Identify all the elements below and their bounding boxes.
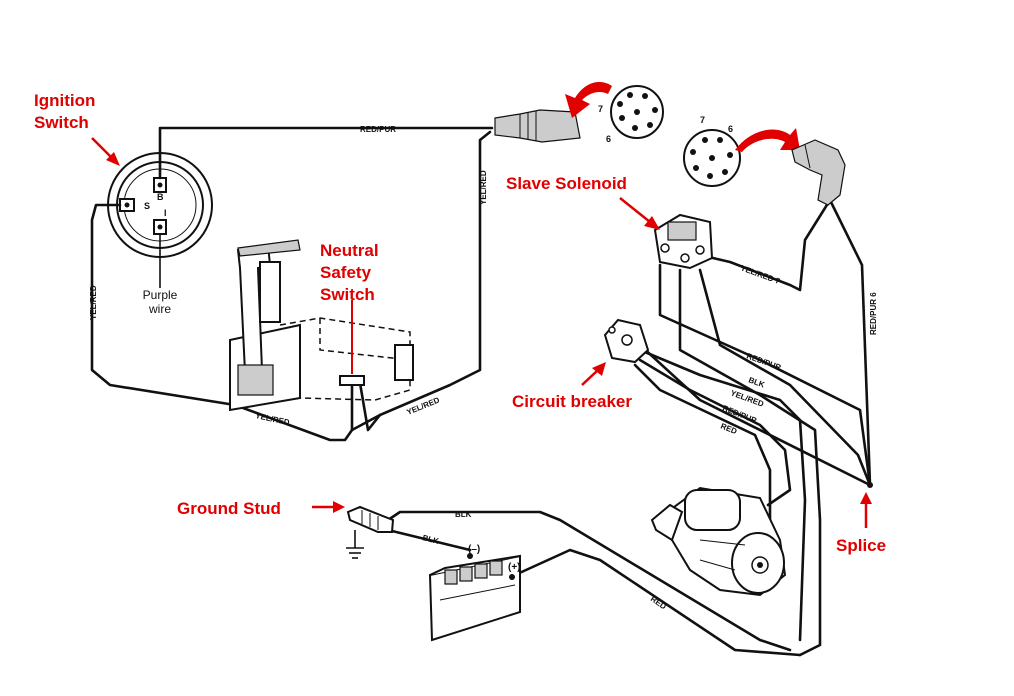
wire-label-yel-red-b: YEL/RED <box>729 388 765 408</box>
neutral-safety-switch <box>339 375 365 386</box>
wire-label-red-pur-top: RED/PUR <box>360 125 396 134</box>
splice-point <box>867 482 873 488</box>
wire-label-blk-a: BLK <box>747 375 766 389</box>
upper-plug-face: 7 6 <box>598 85 664 144</box>
wire-label-yel-red-left: YEL/RED <box>89 285 98 320</box>
ground-stud-callout: Ground Stud <box>177 499 281 518</box>
callout-arrows <box>91 137 872 528</box>
neutral-safety-switch-callout: Neutral Safety Switch <box>320 241 379 304</box>
engine-plug <box>791 139 846 206</box>
splice-callout: Splice <box>836 536 887 555</box>
terminal-b-label: B <box>157 192 164 202</box>
wires <box>90 126 872 657</box>
purple-wire-label: Purple wire <box>142 288 178 316</box>
terminal-s-label: S <box>144 201 150 211</box>
ignition-switch-callout: Ignition Switch <box>34 91 96 132</box>
slave-solenoid-callout: Slave Solenoid <box>506 174 627 193</box>
wire-label-yel-red-vertical: YEL/RED <box>479 170 488 205</box>
slave-solenoid <box>653 213 714 270</box>
wire-label-red-battery: RED <box>649 594 668 611</box>
lower-pin-7: 7 <box>700 115 705 125</box>
ignition-switch: S B I <box>107 152 213 288</box>
terminal-i-label: I <box>164 208 167 218</box>
circuit-breaker-callout: Circuit breaker <box>512 392 632 411</box>
battery-positive-label: (+) <box>508 562 521 573</box>
upper-pin-6: 6 <box>606 134 611 144</box>
red-arrow-lower <box>735 128 800 152</box>
control-box <box>229 239 414 412</box>
wire-label-red-a: RED <box>719 422 738 437</box>
circuit-breaker <box>603 318 650 364</box>
wire-label-yel-red-7: YEL/RED 7 <box>739 263 781 286</box>
battery-negative-label: (–) <box>468 544 480 555</box>
wire-label-red-pur-6: RED/PUR 6 <box>869 292 878 335</box>
lower-pin-6: 6 <box>728 124 733 134</box>
wire-label-yel-red-nss: YEL/RED <box>405 395 441 416</box>
starter-motor <box>650 486 787 597</box>
ground-stud <box>346 505 395 559</box>
upper-pin-7: 7 <box>598 104 603 114</box>
wire-label-blk-ground-2: BLK <box>422 533 440 546</box>
lower-plug-face: 7 6 <box>683 115 741 187</box>
battery <box>428 553 521 642</box>
wire-label-yel-red-bottom-left: YEL/RED <box>255 411 291 427</box>
wire-label-blk-ground-1: BLK <box>455 510 472 519</box>
harness-connector <box>494 109 581 143</box>
red-arrow-upper <box>565 82 612 118</box>
